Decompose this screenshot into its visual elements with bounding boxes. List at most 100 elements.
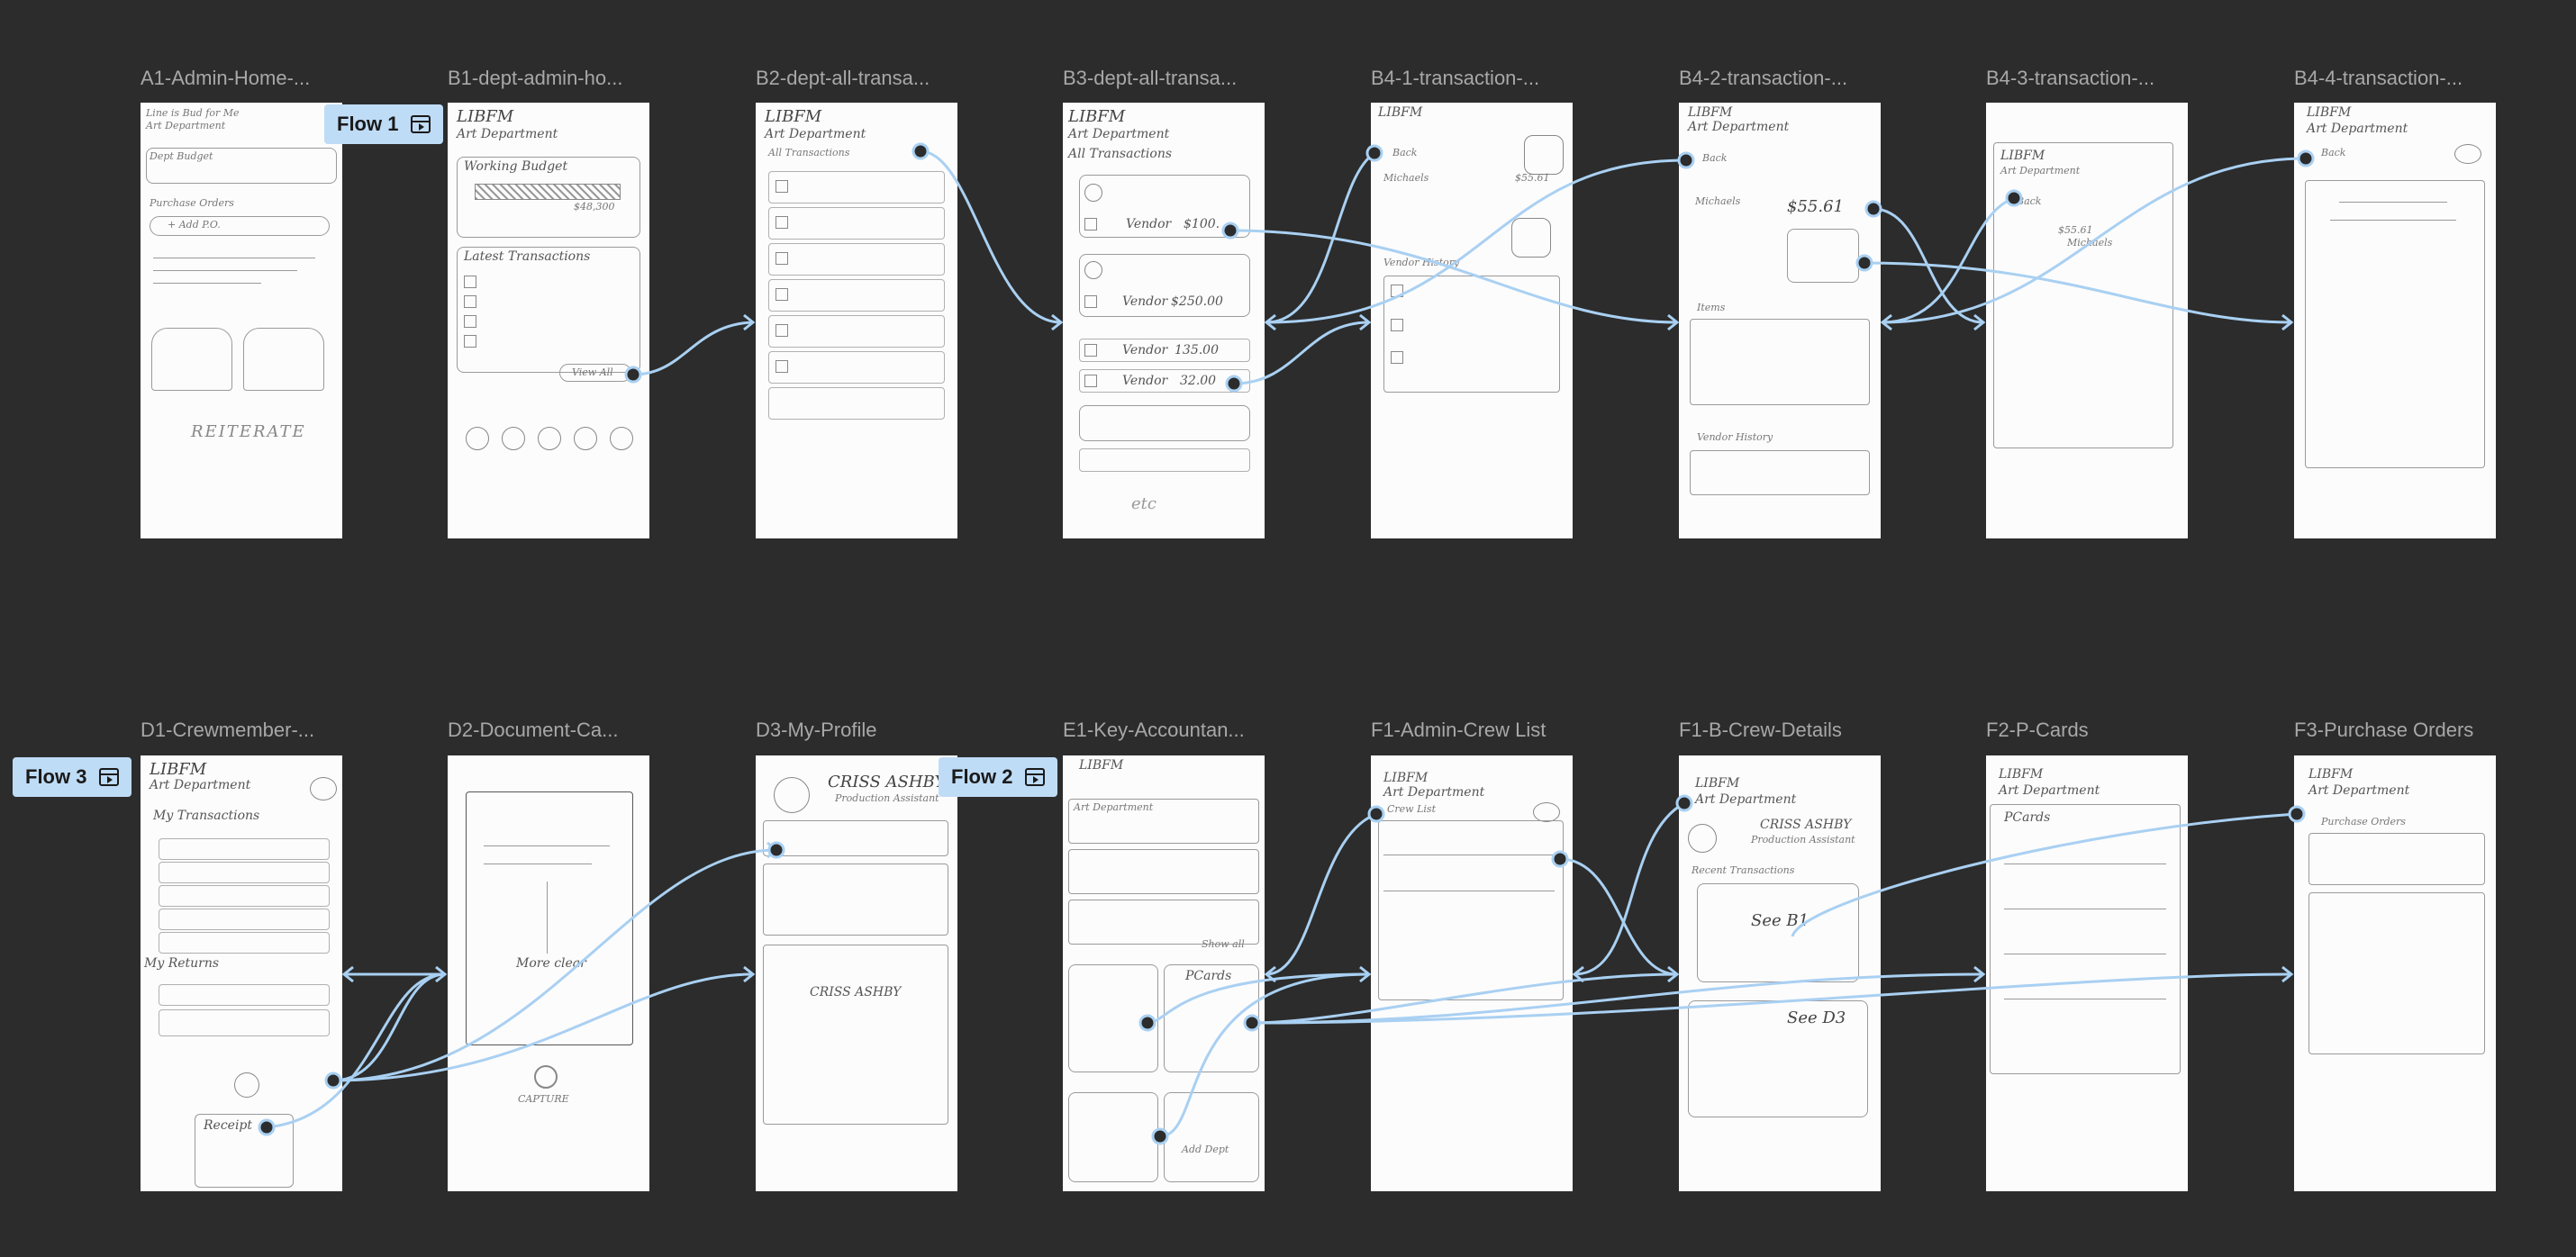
frame-b4-2-transaction[interactable]: LIBFM Art Department Back Michaels $55.6…: [1679, 103, 1881, 538]
sketch-text: LIBFM: [1068, 107, 1126, 126]
sketch-text: LIBFM: [2308, 767, 2354, 782]
connector-line: [1873, 207, 1984, 324]
frame-b2-dept-all-transactions[interactable]: LIBFM Art Department All Transactions: [756, 103, 957, 538]
sketch-text: Latest Transactions: [464, 249, 591, 264]
frame-label-e1[interactable]: E1-Key-Accountan...: [1063, 719, 1245, 741]
flow-3-badge[interactable]: Flow 3: [13, 757, 132, 797]
capture-button[interactable]: [534, 1065, 558, 1089]
sketch-text: Back: [1392, 147, 1418, 158]
sketch-text: REITERATE: [191, 422, 306, 441]
arrow-head: [1359, 313, 1372, 331]
sketch-text: 135.00: [1175, 343, 1219, 357]
sketch-row: [159, 932, 330, 954]
frame-b1-dept-admin-home[interactable]: LIBFM Art Department Working Budget $48,…: [448, 103, 649, 538]
sketch-box: [1378, 820, 1564, 1000]
frame-label-b4-3[interactable]: B4-3-transaction-...: [1986, 67, 2155, 89]
sketch-text: CRISS ASHBY: [810, 985, 902, 999]
connector-line: [1265, 151, 1375, 324]
sketch-row: [768, 387, 945, 420]
sketch-row: [768, 243, 945, 276]
frame-f3-purchase-orders[interactable]: LIBFM Art Department Purchase Orders: [2294, 755, 2496, 1191]
arrow-head: [2281, 313, 2294, 331]
frame-label-d1[interactable]: D1-Crewmember-...: [141, 719, 315, 741]
frame-label-f1[interactable]: F1-Admin-Crew List: [1371, 719, 1547, 741]
frame-d1-crewmember[interactable]: LIBFM Art Department My Transactions My …: [141, 755, 342, 1191]
sketch-text: Art Department: [2308, 783, 2410, 798]
sketch-row: [159, 984, 330, 1006]
frame-a1-admin-home[interactable]: Line is Bud for Me Art Department Dept B…: [141, 103, 342, 538]
play-icon: [411, 115, 431, 133]
sketch-text: etc: [1131, 494, 1156, 513]
frame-b4-3-transaction[interactable]: LIBFM Art Department Back $55.61 Michael…: [1986, 103, 2188, 538]
sketch-square: [1084, 295, 1097, 308]
frame-label-d3[interactable]: D3-My-Profile: [756, 719, 877, 741]
frame-label-b4-2[interactable]: B4-2-transaction-...: [1679, 67, 1848, 89]
sketch-box: [1511, 218, 1551, 258]
arrow-head: [1973, 313, 1986, 331]
frame-b3-dept-all-transactions[interactable]: LIBFM Art Department All Transactions Ve…: [1063, 103, 1265, 538]
flow-2-badge[interactable]: Flow 2: [939, 757, 1058, 797]
arrow-head: [341, 965, 354, 983]
sketch-text: CRISS ASHBY: [828, 773, 946, 791]
frame-d3-my-profile[interactable]: CRISS ASHBY Production Assistant CRISS A…: [756, 755, 957, 1191]
frame-d2-document-capture[interactable]: More clear CAPTURE: [448, 755, 649, 1191]
sketch-box: [457, 157, 640, 238]
sketch-line: [153, 283, 261, 284]
frame-label-b2[interactable]: B2-dept-all-transa...: [756, 67, 930, 89]
sketch-text: $55.61: [1515, 172, 1550, 184]
sketch-text: Add Dept: [1182, 1144, 1229, 1155]
frame-b4-4-transaction[interactable]: LIBFM Art Department Back: [2294, 103, 2496, 538]
frame-label-b4-4[interactable]: B4-4-transaction-...: [2294, 67, 2463, 89]
sketch-text: View All: [572, 366, 613, 378]
sketch-text: CRISS ASHBY: [1760, 818, 1852, 832]
sketch-text: Michaels: [1695, 195, 1741, 207]
sketch-text: Purchase Orders: [2321, 816, 2406, 827]
sketch-box: [1990, 804, 2181, 1074]
arrow-head: [1973, 965, 1986, 983]
sketch-row: [768, 351, 945, 384]
frame-f1-admin-crew-list[interactable]: LIBFM Art Department Crew List: [1371, 755, 1573, 1191]
sketch-box: [1068, 964, 1158, 1072]
sketch-text: Vendor: [1122, 343, 1168, 357]
frame-label-d2[interactable]: D2-Document-Ca...: [448, 719, 619, 741]
arrow-head: [1667, 313, 1680, 331]
sketch-text: LIBFM: [1688, 105, 1733, 120]
frame-f2-p-cards[interactable]: LIBFM Art Department PCards: [1986, 755, 2188, 1191]
frame-label-a1[interactable]: A1-Admin-Home-...: [141, 67, 311, 89]
frame-label-f3[interactable]: F3-Purchase Orders: [2294, 719, 2474, 741]
sketch-text: $250.00: [1171, 294, 1223, 309]
sketch-square: [464, 295, 476, 308]
sketch-text: LIBFM: [2000, 149, 2045, 163]
arrow-head: [1051, 313, 1064, 331]
sketch-text: Back: [2321, 147, 2346, 158]
sketch-square: [1084, 344, 1097, 357]
frame-label-f2[interactable]: F2-P-Cards: [1986, 719, 2089, 741]
sketch-text: PCards: [1185, 969, 1232, 983]
sketch-row: [159, 909, 330, 930]
sketch-text: 32.00: [1180, 374, 1217, 388]
sketch-box: [1079, 405, 1250, 441]
frame-label-b4-1[interactable]: B4-1-transaction-...: [1371, 67, 1540, 89]
frame-e1-key-accountant[interactable]: LIBFM Art Department Show all PCards Add…: [1063, 755, 1265, 1191]
sketch-text: Art Department: [2307, 122, 2408, 136]
frame-b4-1-transaction[interactable]: LIBFM Back Michaels $55.61 Vendor Histor…: [1371, 103, 1573, 538]
frame-label-b1[interactable]: B1-dept-admin-ho...: [448, 67, 623, 89]
arrow-head: [1880, 313, 1892, 331]
sketch-square: [776, 180, 788, 193]
frame-f1-b-crew-details[interactable]: LIBFM Art Department CRISS ASHBY Product…: [1679, 755, 1881, 1191]
flow-3-label: Flow 3: [25, 765, 87, 788]
sketch-text: Purchase Orders: [150, 197, 234, 209]
sketch-text: $55.61: [2058, 224, 2093, 236]
sketch-text: Vendor History: [1697, 431, 1773, 443]
sketch-text: LIBFM: [457, 107, 514, 126]
flow-1-badge[interactable]: Flow 1: [324, 104, 444, 144]
more-icon: [2454, 144, 2481, 164]
sketch-text: PCards: [2004, 810, 2051, 825]
frame-label-b3[interactable]: B3-dept-all-transa...: [1063, 67, 1238, 89]
sketch-box: [1697, 883, 1859, 982]
sketch-text: Art Department: [1695, 792, 1797, 807]
sketch-box: [1993, 142, 2173, 448]
frame-label-f1-b[interactable]: F1-B-Crew-Details: [1679, 719, 1842, 741]
sketch-box: [1383, 276, 1560, 393]
